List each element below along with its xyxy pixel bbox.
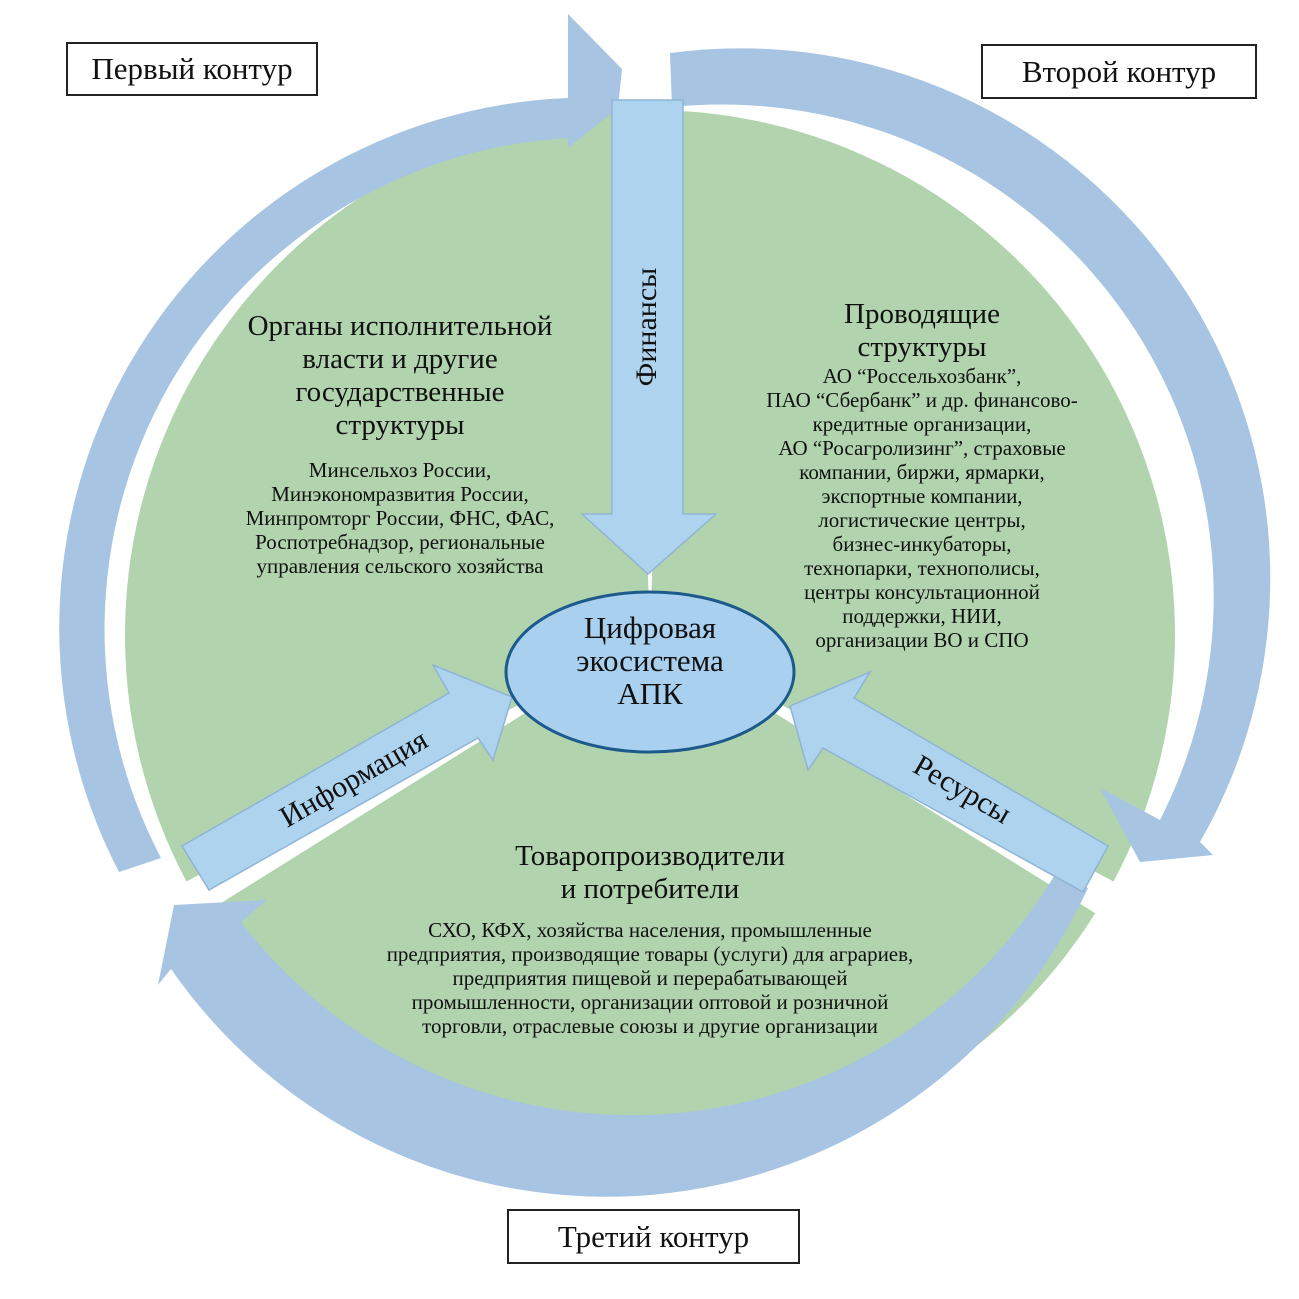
center-line: экосистема [576, 643, 724, 678]
sector-item-line: технопарки, технополисы, [804, 556, 1040, 580]
sector-producers-fill [204, 635, 1096, 1160]
sector-title-line: власти и другие [302, 343, 498, 375]
sector-item-line: кредитные организации, [812, 412, 1032, 436]
sector-title-line: Органы исполнительной [247, 310, 553, 342]
center-line: АПК [617, 676, 683, 711]
finance-arrow [580, 99, 718, 576]
sector-item-line: ПАО “Сбербанк” и др. финансово- [766, 388, 1078, 412]
sector-title-line: Товаропроизводители [515, 840, 785, 872]
sector-item-line: Минэкономразвития России, [271, 482, 529, 506]
sector-item-line: центры консультационной [804, 580, 1040, 604]
sector-item-line: АО “Россельхозбанк”, [822, 364, 1022, 388]
finance-label: Финансы [630, 267, 663, 387]
first-contour-label: Первый контур [66, 42, 318, 96]
sector-item-line: торговли, отраслевые союзы и другие орга… [422, 1014, 878, 1038]
government-sector: Органы исполнительной власти и другие го… [180, 310, 620, 578]
sector-item-line: экспортные компании, [821, 484, 1023, 508]
producers-sector: Товаропроизводители и потребители СХО, К… [300, 840, 1000, 1038]
resources-arrow [789, 670, 1110, 894]
sector-title-line: структуры [857, 331, 987, 363]
sector-item-line: АО “Росагролизинг”, страховые [778, 436, 1066, 460]
sector-item-line: компании, биржи, ярмарки, [799, 460, 1045, 484]
second-contour-arrow [670, 48, 1271, 862]
third-contour-arrow [158, 876, 1088, 1197]
center-ellipse [504, 590, 796, 754]
center-title: Цифровая экосистема АПК [522, 611, 778, 710]
sector-item-line: СХО, КФХ, хозяйства населения, промышлен… [428, 918, 872, 942]
sector-item-line: предприятия, производящие товары (услуги… [386, 942, 914, 966]
sector-item-line: предприятия пищевой и перерабатывающей [452, 966, 848, 990]
sector-item-line: организации ВО и СПО [815, 628, 1029, 652]
sector-item-line: логистические центры, [818, 508, 1026, 532]
sector-item-line: Минсельхоз России, [308, 458, 492, 482]
information-arrow [180, 663, 513, 892]
third-contour-label: Третий контур [507, 1209, 800, 1264]
sector-item-line: бизнес-инкубаторы, [832, 532, 1012, 556]
sector-title-line: государственные [295, 376, 505, 408]
sector-item-line: Роспотребнадзор, региональные [255, 530, 545, 554]
second-contour-label: Второй контур [981, 44, 1257, 99]
flow-arrows [180, 99, 1110, 894]
sector-item-line: поддержки, НИИ, [842, 604, 1002, 628]
sector-title-line: Проводящие [844, 298, 1000, 330]
sector-title-line: и потребители [560, 873, 740, 905]
sector-item-line: управления сельского хозяйства [256, 554, 544, 578]
sector-title-line: структуры [335, 409, 465, 441]
conducting-sector: Проводящие структуры АО “Россельхозбанк”… [722, 298, 1122, 652]
first-contour-arrow [59, 14, 622, 872]
contour-ring [59, 14, 1271, 1197]
center-line: Цифровая [583, 610, 717, 645]
sector-item-line: промышленности, организации оптовой и ро… [411, 990, 889, 1014]
sector-item-line: Минпромторг России, ФНС, ФАС, [245, 506, 555, 530]
